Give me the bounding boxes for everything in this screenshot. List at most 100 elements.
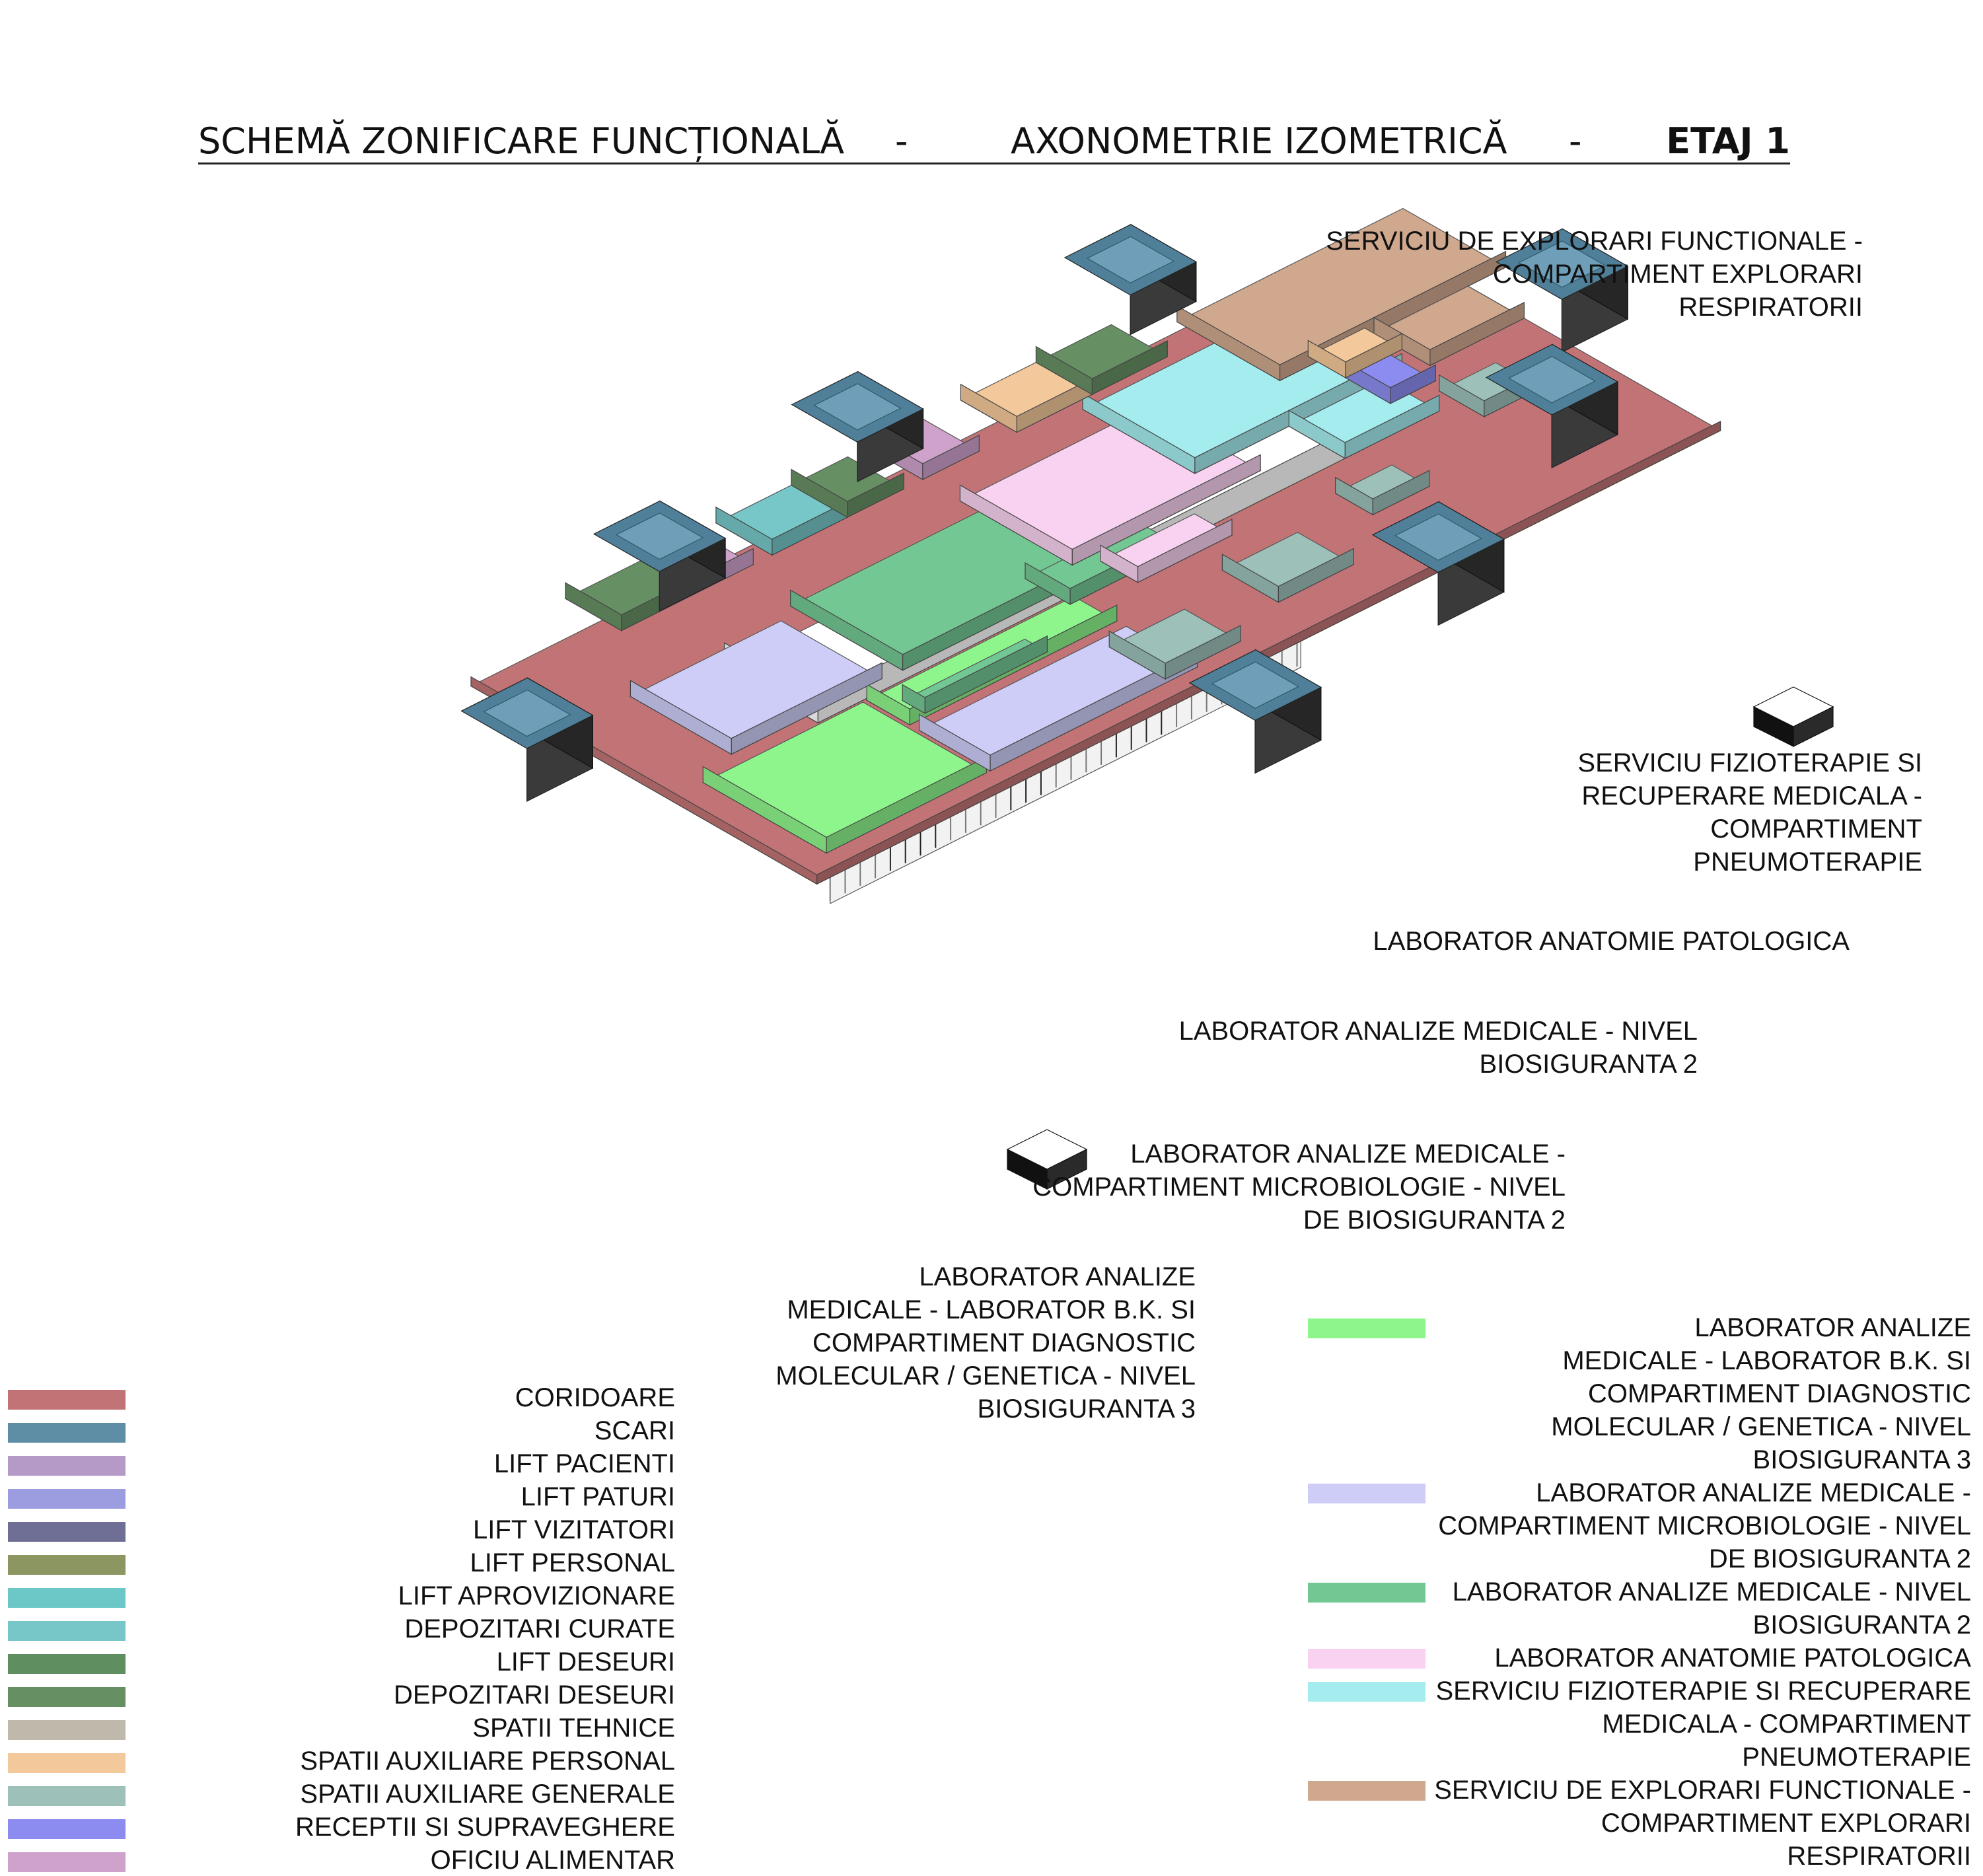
legend-swatch — [1308, 1318, 1425, 1338]
stair-tower-inner — [1394, 513, 1482, 561]
legend-swatch — [8, 1654, 126, 1674]
legend-label: SCARI — [594, 1416, 675, 1445]
legend-label: LABORATOR ANALIZE MEDICALE - LABORATOR B… — [1551, 1313, 1971, 1474]
legend-swatch — [8, 1522, 126, 1542]
legend-swatch — [8, 1621, 126, 1641]
legend-item: SPATII TEHNICE — [8, 1711, 675, 1744]
legend-item: LIFT VIZITATORI — [8, 1513, 675, 1546]
legend-label: SERVICIU FIZIOTERAPIE SI RECUPERARE MEDI… — [1435, 1677, 1971, 1772]
legend-item: LIFT PERSONAL — [8, 1546, 675, 1579]
stair-tower-inner — [483, 689, 571, 737]
legend-label: LIFT APROVIZIONARE — [398, 1581, 675, 1610]
zone-physiotherapy-wall — [1288, 410, 1346, 459]
legend-item: DEPOZITARI DESEURI — [8, 1678, 675, 1711]
legend-item: SPATII AUXILIARE PERSONAL — [8, 1744, 675, 1777]
legend-item: RECEPTII SI SUPRAVEGHERE — [8, 1810, 675, 1843]
zone-anatomy-wall — [1100, 544, 1139, 583]
legend-label: SERVICIU DE EXPLORARI FUNCTIONALE - COMP… — [1434, 1776, 1971, 1871]
annotation-bk: LABORATOR ANALIZE MEDICALE - LABORATOR B… — [775, 1262, 1196, 1424]
zone-waste-storage-wall — [565, 582, 622, 631]
annotation-anatomie: LABORATOR ANATOMIE PATOLOGICA — [1373, 927, 1850, 956]
zone-aux-personal-wall — [1307, 340, 1346, 379]
stair-tower-inner — [1086, 236, 1175, 283]
zone-microbiology-wall — [918, 713, 991, 772]
title-separator: - — [895, 120, 908, 162]
legend-label: LIFT DESEURI — [496, 1647, 675, 1677]
legend-label: RECEPTII SI SUPRAVEGHERE — [295, 1813, 675, 1842]
title-mid: AXONOMETRIE IZOMETRICĂ — [1011, 120, 1507, 162]
zone-microbiology-wall — [630, 680, 732, 755]
legend-item: LIFT PATURI — [8, 1480, 675, 1513]
page-title: SCHEMĂ ZONIFICARE FUNCȚIONALĂ - AXONOMET… — [198, 119, 1790, 164]
zone-clean-storage-wall — [715, 506, 773, 556]
zone-bk-wall — [702, 766, 827, 854]
legend-label: SPATII TEHNICE — [472, 1714, 675, 1743]
stair-tower-inner — [813, 383, 902, 431]
legend-label: DEPOZITARI CURATE — [404, 1614, 675, 1643]
zone-aux-general-wall — [1108, 630, 1166, 680]
legend-swatch — [8, 1489, 126, 1509]
legend-swatch — [8, 1555, 126, 1575]
legend-item: CORIDOARE — [8, 1381, 675, 1414]
zone-bio2-wall — [902, 684, 925, 714]
legend-swatch — [8, 1390, 126, 1410]
legend-swatch — [8, 1456, 126, 1476]
legend-label: LABORATOR ANALIZE MEDICALE - NIVEL BIOSI… — [1452, 1577, 1971, 1640]
annotation-explorari: SERVICIU DE EXPLORARI FUNCTIONALE - COMP… — [1326, 227, 1863, 322]
legend-swatch — [1308, 1781, 1425, 1801]
zone-waste-storage-wall — [1035, 345, 1093, 396]
stair-tower-inner — [1518, 240, 1606, 288]
zone-aux-general-wall — [1439, 374, 1485, 417]
annotation-analize-bio2: LABORATOR ANALIZE MEDICALE - NIVEL BIOSI… — [1178, 1017, 1698, 1079]
zone-aux-personal-wall — [960, 383, 1017, 433]
legend-swatch — [8, 1819, 126, 1839]
legend-swatch — [8, 1423, 126, 1443]
legend-label: LABORATOR ANATOMIE PATOLOGICA — [1494, 1643, 1971, 1673]
legend-label: OFICIU ALIMENTAR — [430, 1846, 675, 1875]
legend-swatch — [1308, 1649, 1425, 1669]
legend-item: DEPOZITARI CURATE — [8, 1612, 675, 1645]
legend-label: LIFT PERSONAL — [470, 1548, 675, 1577]
legend-swatch — [8, 1753, 126, 1773]
legend-label: LIFT PATURI — [521, 1482, 675, 1511]
legend-label: LIFT PACIENTI — [493, 1449, 675, 1478]
title-floor: ETAJ 1 — [1666, 120, 1790, 162]
legend-swatch — [8, 1786, 126, 1806]
stair-tower-inner — [615, 512, 704, 560]
legend-swatch — [8, 1588, 126, 1608]
zone-waste-storage-wall — [791, 468, 848, 519]
annotation-fizioterapie: SERVICIU FIZIOTERAPIE SI RECUPERARE MEDI… — [1577, 748, 1922, 877]
legend-item: SCARI — [8, 1414, 675, 1447]
legend-label: LABORATOR ANALIZE MEDICALE - COMPARTIMEN… — [1438, 1478, 1971, 1573]
legend-left: CORIDOARE SCARI LIFT PACIENTI LIFT PATUR… — [8, 1381, 675, 1876]
legend-label: LIFT VIZITATORI — [473, 1515, 675, 1544]
legend-label: CORIDOARE — [515, 1383, 675, 1412]
zone-bio2-wall — [1025, 561, 1071, 605]
zone-bio2-wall — [790, 589, 904, 671]
zone-aux-general-wall — [1334, 476, 1373, 516]
title-separator: - — [1569, 120, 1582, 162]
title-left: SCHEMĂ ZONIFICARE FUNCȚIONALĂ — [198, 120, 845, 162]
zone-anatomy-wall — [959, 484, 1073, 566]
annotation-microbiologie: LABORATOR ANALIZE MEDICALE - COMPARTIMEN… — [1032, 1139, 1566, 1235]
legend-label: SPATII AUXILIARE PERSONAL — [300, 1747, 675, 1776]
legend-item: LIFT APROVIZIONARE — [8, 1579, 675, 1612]
small-box-side — [1046, 1149, 1087, 1190]
legend-label: SPATII AUXILIARE GENERALE — [300, 1780, 675, 1809]
legend-label: DEPOZITARI DESEURI — [394, 1680, 675, 1710]
legend-item: LIFT DESEURI — [8, 1645, 675, 1678]
legend-swatch — [1308, 1583, 1425, 1603]
stair-tower-inner — [1211, 661, 1299, 709]
legend-item: OFICIU ALIMENTAR — [8, 1843, 675, 1876]
legend-swatch — [8, 1687, 126, 1707]
legend-swatch — [1308, 1682, 1425, 1702]
zone-bk-wall — [866, 684, 910, 726]
small-box-side — [1793, 706, 1834, 747]
legend-swatch — [8, 1852, 126, 1872]
zone-aux-general-wall — [1221, 554, 1279, 603]
legend-item: SPATII AUXILIARE GENERALE — [8, 1777, 675, 1810]
legend-swatch — [8, 1720, 126, 1740]
legend-swatch — [1308, 1484, 1425, 1503]
legend-item: LIFT PACIENTI — [8, 1447, 675, 1480]
